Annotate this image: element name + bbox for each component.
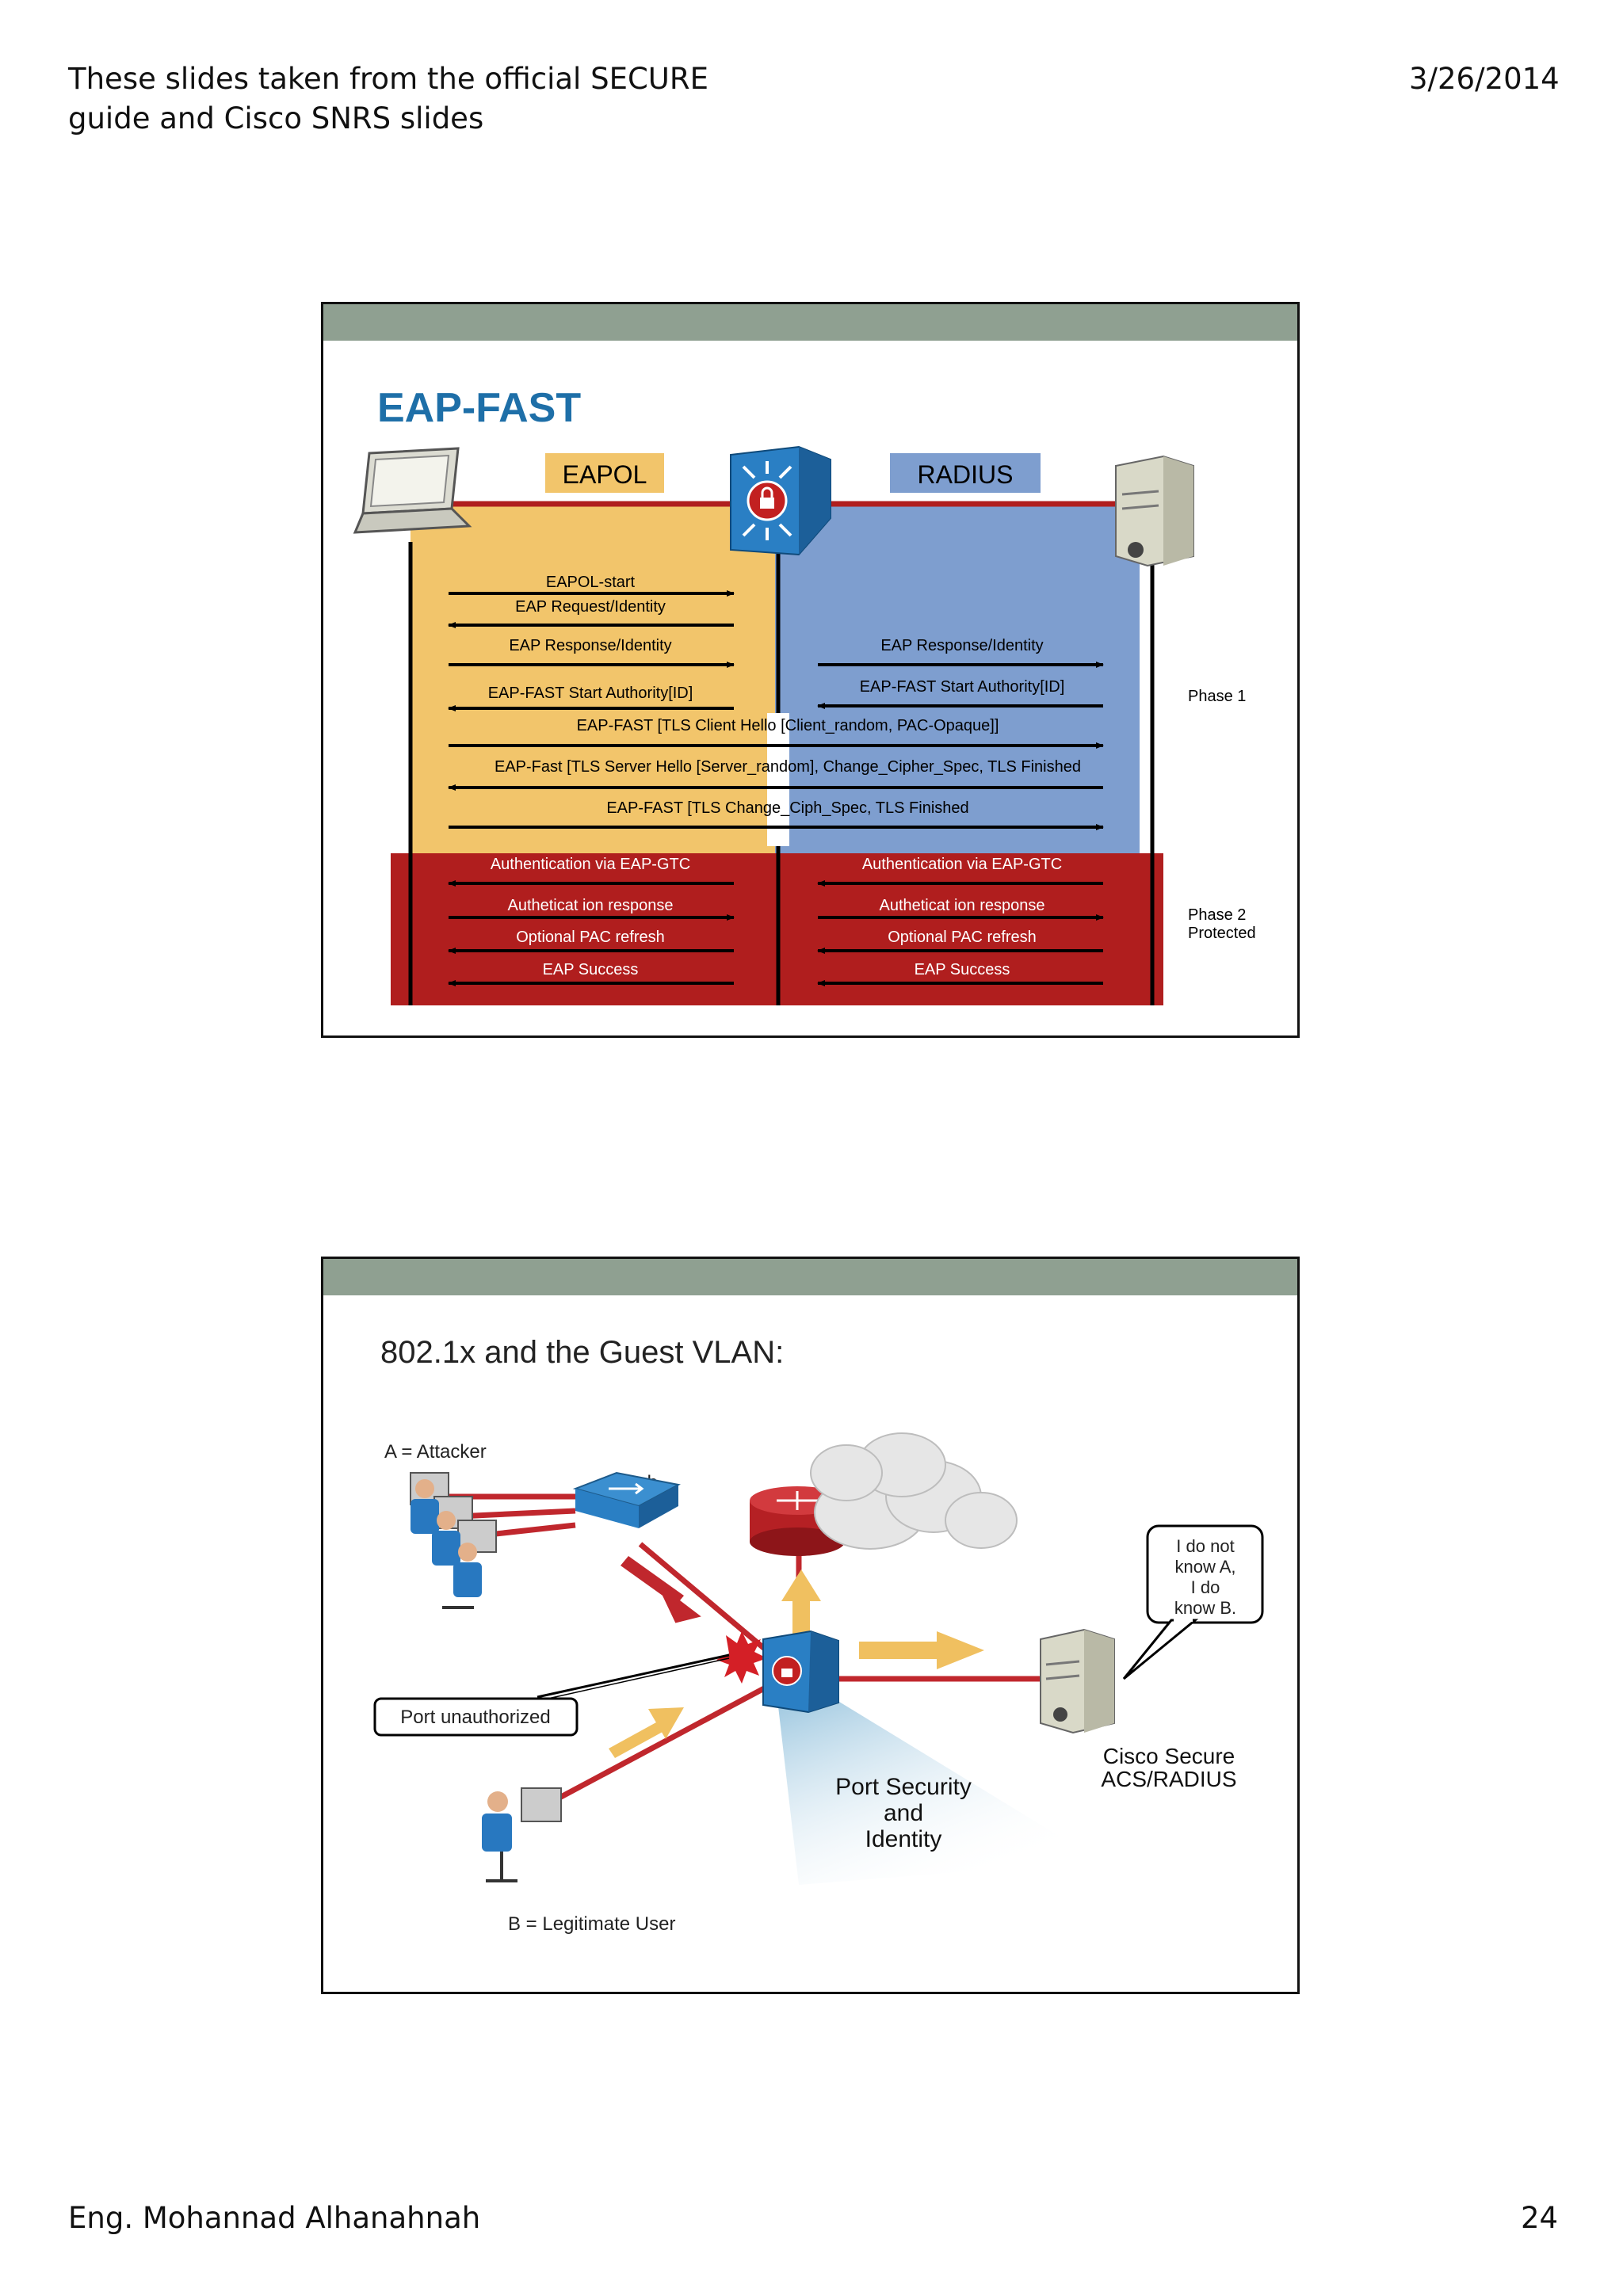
phase1-label: Phase 1 [1188, 688, 1246, 705]
slide2-title: 802.1x and the Guest VLAN: [380, 1335, 784, 1370]
slide-title-bar [323, 304, 1297, 341]
msg-auth-response-radius: Autheticat ion response [879, 897, 1044, 914]
msg-auth-response: Autheticat ion response [507, 897, 673, 914]
hub-icon [572, 1471, 681, 1528]
msg-tls-server-hello: EAP-Fast [TLS Server Hello [Server_rando… [495, 758, 1081, 776]
header-title-line2: guide and Cisco SNRS slides [68, 101, 484, 135]
msg-eapol-start: EAPOL-start [546, 574, 636, 591]
msg-tls-change-cipher: EAP-FAST [TLS Change_Ciph_Spec, TLS Fini… [606, 799, 968, 817]
slide-title-bar [323, 1259, 1297, 1295]
bubble-line-4: know B. [1174, 1598, 1236, 1618]
laptop-icon [353, 447, 472, 534]
legitimate-user-icon [482, 1787, 562, 1882]
footer-page-number: 24 [1521, 2201, 1559, 2235]
port-security-line-3: Identity [865, 1826, 942, 1852]
msg-start-authority: EAP-FAST Start Authority[ID] [488, 685, 693, 702]
acs-label-line-1: Cisco Secure [1103, 1744, 1235, 1768]
phase2-protected-label: Protected [1188, 925, 1256, 942]
slide-guest-vlan: 802.1x and the Guest VLAN: A = Attacker … [321, 1257, 1300, 1994]
speech-bubble [1122, 1524, 1264, 1680]
eap-fast-diagram: EAP-FAST EAPOL RADIUS [353, 385, 1256, 1005]
bubble-line-2: know A, [1174, 1557, 1235, 1577]
eapol-label: EAPOL [563, 460, 647, 489]
msg-auth-eap-gtc: Authentication via EAP-GTC [491, 856, 690, 873]
msg-eap-request-identity: EAP Request/Identity [515, 598, 666, 616]
bubble-line-3: I do [1191, 1577, 1220, 1597]
bubble-line-1: I do not [1176, 1536, 1234, 1556]
acs-server-icon [1040, 1628, 1115, 1734]
guest-vlan-diagram: 802.1x and the Guest VLAN: A = Attacker … [373, 1335, 1264, 1935]
eapol-label-box [545, 453, 664, 493]
port-security-line-1: Port Security [835, 1774, 972, 1800]
msg-tls-client-hello: EAP-FAST [TLS Client Hello [Client_rando… [577, 717, 999, 734]
port-callout-line [537, 1653, 730, 1699]
phase2-label: Phase 2 [1188, 906, 1246, 924]
port-callout-line2 [537, 1657, 730, 1702]
port-security-beam [775, 1679, 1100, 1885]
radius-region [775, 505, 1140, 856]
msg-pac-refresh: Optional PAC refresh [516, 929, 665, 946]
msg-eap-response-identity-radius: EAP Response/Identity [880, 637, 1043, 654]
acs-label-line-2: ACS/RADIUS [1101, 1767, 1236, 1791]
cloud-icon [810, 1432, 1018, 1550]
port-unauth-box [373, 1697, 579, 1737]
msg-start-authority-radius: EAP-FAST Start Authority[ID] [860, 678, 1065, 696]
server-icon [1115, 455, 1194, 567]
attacker-label: A = Attacker [384, 1441, 487, 1463]
eapol-region [411, 505, 775, 856]
port-unauth-label: Port unauthorized [400, 1707, 550, 1728]
msg-pac-refresh-radius: Optional PAC refresh [888, 929, 1037, 946]
switch-icon [730, 445, 831, 556]
burst-icon [716, 1631, 767, 1684]
msg-eap-response-identity: EAP Response/Identity [509, 637, 671, 654]
radius-label: RADIUS [918, 460, 1014, 489]
tls-tunnel-gap [767, 713, 789, 846]
slide1-title: EAP-FAST [377, 385, 581, 431]
attacker-users-icon [410, 1472, 497, 1609]
attack-arrow-icon [621, 1556, 701, 1623]
header-title-line1: These slides taken from the official SEC… [68, 62, 708, 96]
slide-eap-fast: EAP-FAST EAPOL RADIUS [321, 302, 1300, 1038]
legit-user-label: B = Legitimate User [508, 1913, 675, 1935]
port-security-line-2: and [884, 1800, 923, 1826]
switch-icon [762, 1630, 839, 1714]
msg-eap-success-radius: EAP Success [915, 961, 1010, 978]
traffic-arrow-legit [609, 1707, 684, 1758]
traffic-arrow-right [859, 1631, 984, 1669]
header-date: 3/26/2014 [1409, 62, 1560, 96]
footer-author: Eng. Mohannad Alhanahnah [68, 2201, 481, 2235]
msg-auth-eap-gtc-radius: Authentication via EAP-GTC [862, 856, 1062, 873]
radius-label-box [890, 453, 1041, 493]
msg-eap-success: EAP Success [543, 961, 639, 978]
